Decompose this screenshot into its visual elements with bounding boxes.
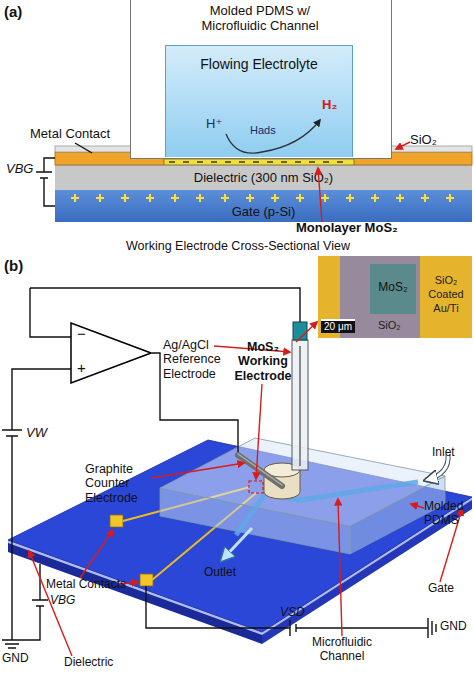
figure-label: (a)	[4, 3, 22, 20]
op-amp: −+	[70, 322, 152, 384]
reference-electrode	[292, 322, 308, 470]
node-label: SiO₂	[378, 319, 401, 332]
figure-label: Hads	[250, 124, 276, 137]
figure-label: Gate	[428, 582, 454, 596]
reference-electrode	[299, 346, 301, 466]
leader-line	[256, 384, 262, 479]
battery-wire	[36, 158, 55, 206]
negative-charge	[253, 161, 259, 162]
figure-label: GND	[440, 620, 467, 634]
negative-charge	[337, 161, 343, 162]
node-label: Dielectric (300 nm SiO₂)	[55, 171, 472, 186]
negative-charge	[211, 161, 217, 162]
negative-charge	[309, 161, 315, 162]
figure-label: Graphite Counter Electrode	[85, 462, 157, 505]
figure-label: (b)	[4, 257, 23, 274]
counter-electrode	[238, 454, 282, 485]
figure-label: SiO₂	[410, 133, 437, 148]
flow-arrow	[222, 528, 252, 560]
figure-label: VBG	[6, 162, 33, 177]
node-label: 20 μm	[321, 319, 355, 333]
working-electrode-marker	[249, 481, 263, 493]
working-electrode-marker	[249, 481, 263, 493]
figure-label: Microfluidic Channel	[300, 636, 384, 664]
negative-charge	[323, 161, 329, 162]
figure-label: VW	[26, 426, 47, 441]
figure-label: Dielectric	[64, 656, 113, 670]
leader-line	[152, 463, 244, 478]
negative-charge	[169, 161, 175, 162]
sio2-coating	[55, 146, 135, 152]
node-label: MoS₂	[370, 281, 416, 295]
flow-arrow	[222, 454, 448, 560]
leader-line	[296, 322, 317, 342]
figure-label: Outlet	[204, 566, 236, 580]
negative-charge	[183, 161, 189, 162]
negative-charge	[239, 161, 245, 162]
leader-line	[396, 142, 410, 149]
figure-label: H₂	[322, 98, 337, 113]
node-label: +	[77, 359, 86, 376]
figure-label: GND	[2, 652, 29, 666]
figure-label: H⁺	[206, 117, 222, 132]
contact-pad	[110, 515, 123, 527]
leader-line	[338, 499, 342, 636]
figure-label: VSD	[280, 606, 305, 620]
figure-label: Molded PDMS	[424, 500, 472, 528]
microfluidic-channel	[236, 482, 418, 535]
figure-label: VBG	[50, 594, 75, 608]
figure-label: Working Electrode Cross-Sectional View	[126, 239, 350, 253]
node-label: SiO₂ Coated Au/Ti	[420, 274, 472, 315]
figure-label: MoS₂ Working Electrode	[228, 340, 298, 383]
figure-label: Metal Contacts	[46, 578, 126, 592]
figure-label: Inlet	[432, 446, 455, 460]
negative-charge	[197, 161, 203, 162]
figure-label: Metal Contact	[30, 127, 110, 142]
circuit-wire	[2, 288, 436, 648]
leader-line	[80, 530, 113, 578]
reference-electrode	[293, 322, 307, 340]
dielectric-layer: Dielectric (300 nm SiO₂)	[55, 165, 472, 190]
contact-pad	[140, 574, 153, 586]
contact-pad	[110, 515, 153, 586]
op-amp-triangle	[71, 323, 151, 383]
node-label: Molded PDMS w/ Microfluidic Channel	[193, 4, 327, 34]
figure-label: Monolayer MoS₂	[296, 221, 398, 236]
leader-line	[75, 143, 92, 153]
counter-electrode	[238, 455, 282, 486]
negative-charge	[225, 161, 231, 162]
circuit-wire	[2, 288, 436, 648]
counter-electrode	[238, 454, 282, 486]
node-label: −	[77, 325, 86, 342]
negative-charge	[281, 161, 287, 162]
negative-charge	[267, 161, 273, 162]
negative-charge	[295, 161, 301, 162]
leader-line	[411, 504, 424, 508]
mos2-flake: MoS₂	[370, 264, 416, 314]
contact-pad: SiO₂ Coated Au/Ti	[420, 256, 472, 338]
micrograph-inset: SiO₂ 20 μm MoS₂ SiO₂ Coated Au/Ti	[318, 256, 472, 338]
figure-label: Ag/AgCl Reference Electrode	[163, 338, 233, 381]
microfluidic-channel	[236, 482, 418, 535]
node-label: Flowing Electrolyte	[166, 56, 352, 72]
battery-wire	[36, 158, 55, 206]
node-label: Gate (p-Si)	[55, 205, 472, 220]
reference-electrode	[292, 340, 308, 470]
gate-layer: Gate (p-Si)	[55, 190, 472, 222]
